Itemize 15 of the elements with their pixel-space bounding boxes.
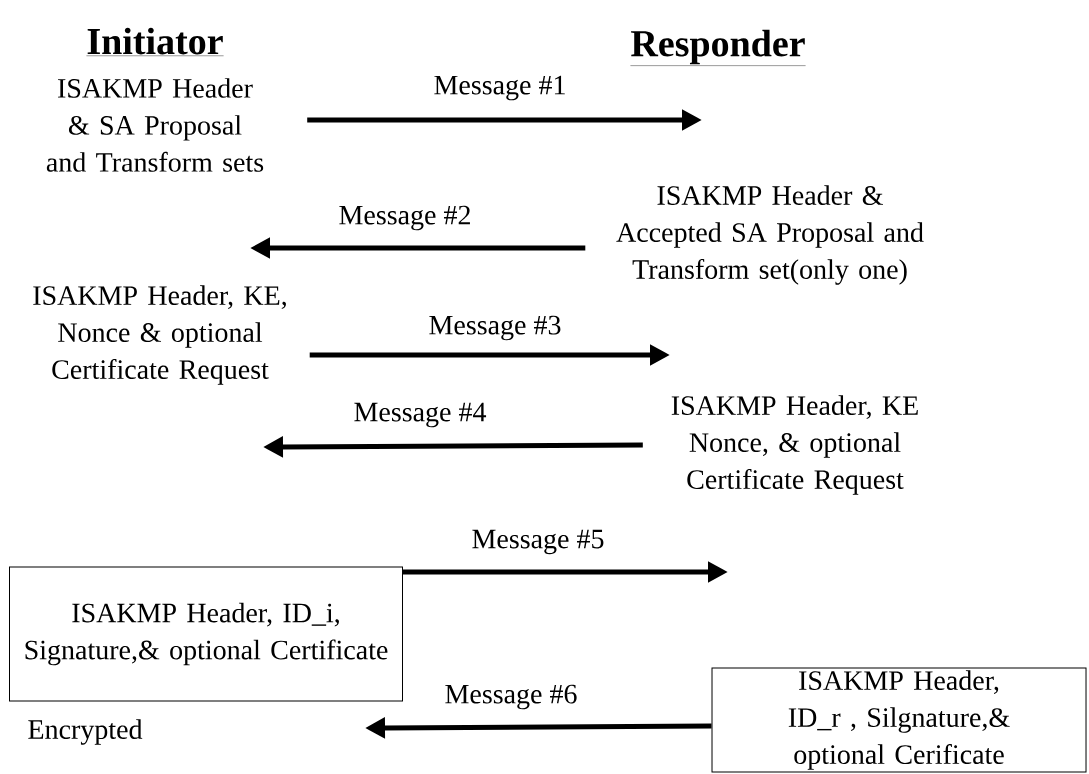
message-box: ISAKMP Header, ID_r , Silgnature,& optional Cerificate <box>711 667 1087 773</box>
edge-label: Message #1 <box>432 74 568 102</box>
edge-label: Message #3 <box>427 314 563 342</box>
column-heading: Responder <box>630 29 806 66</box>
message-text: ISAKMP Header & Accepted SA Proposal and Transform set(only one) <box>616 185 924 285</box>
edge-label: Message #4 <box>352 401 488 429</box>
edge-label: Message #5 <box>470 528 606 556</box>
note-text: Encrypted <box>28 719 143 745</box>
message-text: ISAKMP Header, KE, Nonce & optional Certificate Request <box>33 285 286 385</box>
message-text: ISAKMP Header, KE Nonce, & optional Certificate Request <box>671 395 918 495</box>
message-text: ISAKMP Header & SA Proposal and Transform sets <box>46 78 264 172</box>
message-box: ISAKMP Header, ID_i, Signature,& optional Certificate <box>9 566 403 702</box>
edge-label: Message #2 <box>337 204 473 232</box>
column-heading: Initiator <box>86 27 224 56</box>
edge-label: Message #6 <box>443 683 579 711</box>
